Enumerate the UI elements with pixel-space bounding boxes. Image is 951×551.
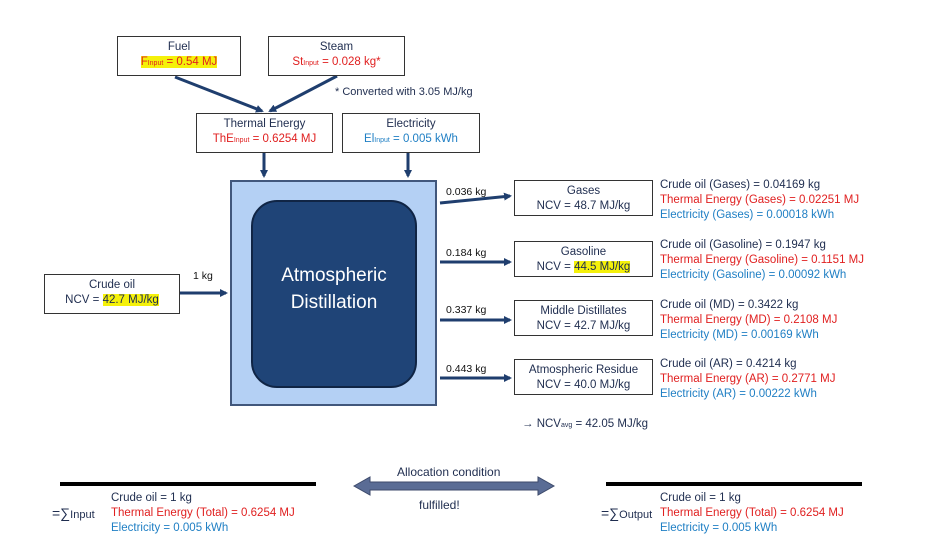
thermal-energy-box: Thermal Energy ThEInput = 0.6254 MJ [196, 113, 333, 153]
fuel-title: Fuel [167, 41, 191, 53]
allocation-fulfilled-label: fulfilled! [419, 498, 460, 512]
distillation-line1: Atmospheric [281, 265, 387, 286]
result-gasoline: Crude oil (Gasoline) = 0.1947 kg Thermal… [660, 239, 865, 281]
distillation-core: Atmospheric Distillation [251, 200, 417, 388]
steam-title: Steam [319, 41, 354, 53]
electricity-title: Electricity [386, 118, 436, 130]
input-sum-values: Crude oil = 1 kg Thermal Energy (Total) … [111, 492, 295, 534]
output-name: Middle Distillates [540, 305, 627, 317]
converted-note: * Converted with 3.05 MJ/kg [335, 86, 473, 98]
distillation-unit: Atmospheric Distillation [230, 180, 437, 406]
arrow-to-gases [439, 192, 512, 205]
output-sum-label: =∑Output [601, 505, 653, 521]
output-box-atmospheric-residue: Atmospheric Residue NCV = 40.0 MJ/kg [514, 359, 653, 395]
steam-box: Steam StInput = 0.028 kg* [268, 36, 405, 76]
fuel-box: Fuel FInput = 0.54 MJ [117, 36, 241, 76]
electricity-value: ElInput = 0.005 kWh [364, 133, 458, 145]
output-box-gasoline: Gasoline NCV = 44.5 MJ/kg [514, 241, 653, 277]
output-box-middle-distillates: Middle Distillates NCV = 42.7 MJ/kg [514, 300, 653, 336]
flow-label-gases: 0.036 kg [446, 186, 487, 198]
result-gases: Crude oil (Gases) = 0.04169 kg Thermal E… [660, 179, 860, 221]
crude-ncv: NCV = 42.7 MJ/kg [65, 294, 159, 306]
arrow-steam-to-thermal [268, 74, 338, 113]
output-ncv: NCV = 44.5 MJ/kg [536, 261, 631, 273]
result-md: Crude oil (MD) = 0.3422 kg Thermal Energ… [660, 299, 838, 341]
output-ncv: NCV = 42.7 MJ/kg [536, 320, 631, 332]
thermal-value: ThEInput = 0.6254 MJ [212, 133, 317, 145]
crude-title: Crude oil [88, 279, 136, 291]
output-name: Gasoline [560, 246, 607, 258]
crude-flow-label: 1 kg [193, 270, 213, 282]
input-sum-label: =∑Input [52, 505, 95, 521]
output-ncv: NCV = 48.7 MJ/kg [536, 200, 631, 212]
flow-label-gasoline: 0.184 kg [446, 247, 487, 259]
electricity-box: Electricity ElInput = 0.005 kWh [342, 113, 480, 153]
output-name: Gases [566, 185, 601, 197]
output-box-gases: Gases NCV = 48.7 MJ/kg [514, 180, 653, 216]
thermal-title: Thermal Energy [223, 118, 306, 130]
ncv-average: → NCVavg = 42.05 MJ/kg [522, 418, 649, 430]
crude-oil-box: Crude oil NCV = 42.7 MJ/kg [44, 274, 180, 314]
output-name: Atmospheric Residue [528, 364, 639, 376]
distillation-line2: Distillation [290, 292, 378, 313]
output-ncv: NCV = 40.0 MJ/kg [536, 379, 631, 391]
allocation-double-arrow [352, 476, 556, 496]
input-sum-line [60, 482, 316, 486]
flow-label-md: 0.337 kg [446, 304, 487, 316]
output-sum-values: Crude oil = 1 kg Thermal Energy (Total) … [660, 492, 844, 534]
arrow-fuel-to-thermal [174, 75, 264, 113]
result-ar: Crude oil (AR) = 0.4214 kg Thermal Energ… [660, 358, 836, 400]
fuel-value: FInput = 0.54 MJ [140, 56, 218, 68]
flow-label-ar: 0.443 kg [446, 363, 487, 375]
allocation-condition-label: Allocation condition [397, 465, 501, 479]
output-sum-line [606, 482, 862, 486]
steam-value: StInput = 0.028 kg* [292, 56, 381, 68]
